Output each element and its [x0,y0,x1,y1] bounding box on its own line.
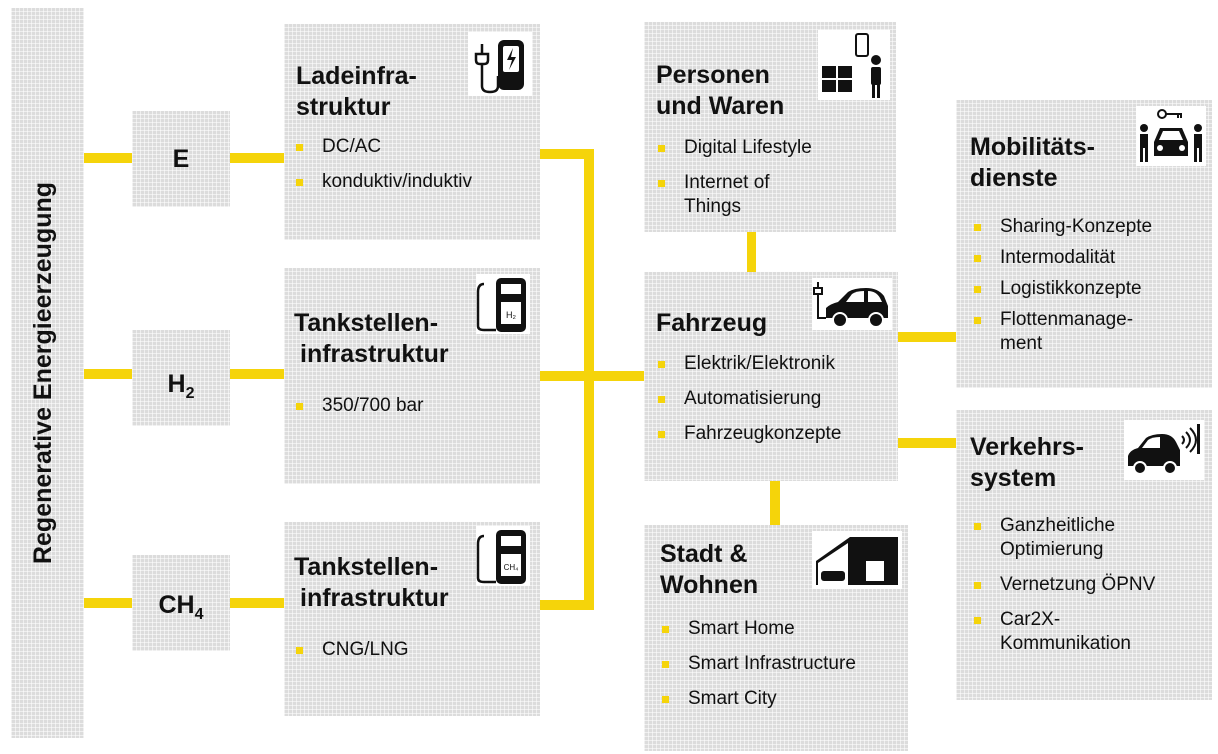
connector-fahrzeug-verkehr [898,438,958,448]
stadt-title-line1: Stadt & [660,540,748,568]
connector-fahrzeug-stadt [770,481,780,527]
tank-h2-list: 350/700 bar [294,394,423,429]
stadt-list: Smart Home Smart Infrastructure Smart Ci… [660,617,890,722]
tank-h2-icon-text: H₂ [506,310,516,320]
mobil-item-intermodal: Intermodalität [972,246,1208,270]
fahrzeug-item-elektrik: Elektrik/Elektronik [656,352,841,376]
box-fahrzeug: Fahrzeug Elektrik/Elektronik Automatisie… [644,272,898,481]
box-mobilitaetsdienste: Mobilitäts- dienste Sharing-Konzepte Int… [956,100,1212,388]
tank-h2-item-bar: 350/700 bar [294,394,423,418]
node-h2-label: H2 [132,370,230,403]
mobil-item-sharing: Sharing-Konzepte [972,215,1208,239]
mobil-title-line2: dienste [970,164,1058,192]
verkehr-list: Ganzheitliche Optimierung Vernetzung ÖPN… [972,514,1208,667]
fahrzeug-title: Fahrzeug [656,309,768,337]
node-ch4-label: CH4 [132,591,230,624]
verkehr-title-line1: Verkehrs- [970,433,1084,461]
lade-item-konduktiv: konduktiv/induktiv [294,170,472,194]
verkehr-title: Verkehrs- system [970,432,1084,494]
personen-list: Digital Lifestyle Internet of Things [656,136,886,230]
stadt-item-city: Smart City [660,687,890,711]
fahrzeug-item-automatisierung: Automatisierung [656,387,841,411]
stadt-title: Stadt & Wohnen [660,539,758,601]
tank-ch4-list: CNG/LNG [294,638,409,673]
node-h2: H2 [132,330,230,426]
connector-tank-ch4-bus [540,600,594,610]
connector-vertical-bus [584,149,594,610]
box-tankstellen-h2: Tankstellen- infrastruktur H₂ 350/700 ba… [284,268,540,484]
stadt-title-line2: Wohnen [660,571,759,599]
personen-title: Personen und Waren [656,60,784,122]
verkehr-title-line2: system [970,464,1057,492]
personen-item-iot: Internet of Things [656,171,814,219]
renewable-energy-bar [11,8,84,738]
node-ch4: CH4 [132,555,230,651]
mobil-list: Sharing-Konzepte Intermodalität Logistik… [972,215,1208,367]
tank-h2-title-line1: Tankstellen- [294,309,439,337]
tank-ch4-title-line2: infrastruktur [300,584,449,612]
stadt-item-infrastructure: Smart Infrastructure [660,652,858,676]
ev-charger-icon [468,32,532,96]
tank-h2-title-line2: infrastruktur [300,340,449,368]
node-e-label: E [172,145,190,173]
box-personen-waren: Personen und Waren Digital Lifestyle Int… [644,22,896,232]
node-h2-base: H [167,370,186,398]
connector-source-e [84,153,132,163]
connector-e-lade [230,153,286,163]
lade-title-line1: Ladeinfra- [296,62,417,90]
renewable-energy-label: Regenerative Energieerzeugung [29,181,57,565]
node-ch4-sub: 4 [194,606,204,623]
electric-car-icon [812,278,892,330]
personen-title-line1: Personen [656,61,770,89]
box-ladeinfrastruktur: Ladeinfra- struktur DC/AC konduktiv/indu… [284,24,540,240]
mobil-item-flotten: Flottenmanage-ment [972,308,1150,356]
personen-title-line2: und Waren [656,92,785,120]
mobil-title-line1: Mobilitäts- [970,133,1095,161]
fahrzeug-list: Elektrik/Elektronik Automatisierung Fahr… [656,352,841,457]
lade-item-dcac: DC/AC [294,135,472,159]
node-h2-sub: 2 [185,385,195,402]
lade-list: DC/AC konduktiv/induktiv [294,135,472,205]
verkehr-item-optimierung: Ganzheitliche Optimierung [972,514,1150,562]
devices-person-icon [818,30,890,100]
mobil-title: Mobilitäts- dienste [970,132,1095,194]
lade-title-line2: struktur [296,93,391,121]
node-ch4-base: CH [158,591,195,619]
box-stadt-wohnen: Stadt & Wohnen Smart Home Smart Infrastr… [644,525,908,751]
tank-ch4-title: Tankstellen- infrastruktur [294,552,449,614]
box-tankstellen-ch4: Tankstellen- infrastruktur CH₄ CNG/LNG [284,522,540,716]
tank-ch4-item-cng: CNG/LNG [294,638,409,662]
connector-source-ch4 [84,598,132,608]
tank-ch4-icon-text: CH₄ [504,563,519,572]
house-garage-icon [812,531,902,589]
fahrzeug-item-konzepte: Fahrzeugkonzepte [656,422,841,446]
connected-car-icon [1124,420,1204,480]
verkehr-item-oepnv: Vernetzung ÖPNV [972,573,1208,597]
stadt-item-home: Smart Home [660,617,890,641]
hydrogen-pump-icon: H₂ [476,274,530,334]
connector-fahrzeug-mobil [898,332,958,342]
box-verkehrssystem: Verkehrs- system Ganzheitliche Optimieru… [956,410,1212,700]
verkehr-item-car2x: Car2X-Kommunikation [972,608,1160,656]
mobil-item-logistik: Logistikkonzepte [972,277,1208,301]
connector-personen-fahrzeug [747,232,756,276]
connector-lade-bus [540,149,594,159]
connector-h2-tank [230,369,286,379]
node-e: E [132,111,230,207]
tank-h2-title: Tankstellen- infrastruktur [294,308,449,370]
connector-source-h2 [84,369,132,379]
connector-ch4-tank [230,598,286,608]
lade-title: Ladeinfra- struktur [296,61,417,123]
tank-ch4-title-line1: Tankstellen- [294,553,439,581]
car-sharing-icon [1136,106,1206,166]
gas-pump-icon: CH₄ [476,526,530,586]
personen-item-lifestyle: Digital Lifestyle [656,136,886,160]
